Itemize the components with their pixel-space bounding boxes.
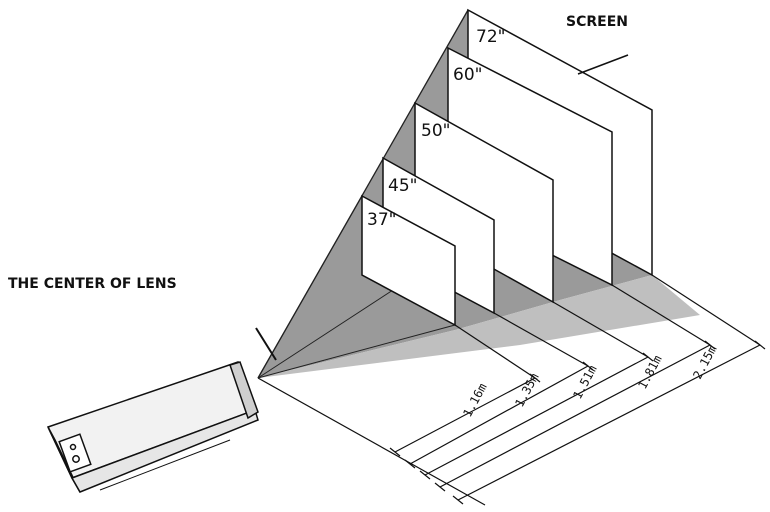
size-label-50: 50" bbox=[421, 121, 450, 141]
screen-leader-line bbox=[577, 54, 629, 75]
distance-label-60: 1.81m bbox=[635, 353, 664, 391]
distance-label-37: 1.16m bbox=[460, 381, 489, 419]
screen-label: SCREEN bbox=[566, 14, 628, 30]
lens-center-label: THE CENTER OF LENS bbox=[8, 276, 177, 292]
projector bbox=[46, 361, 259, 493]
size-label-37: 37" bbox=[367, 210, 396, 230]
size-label-60: 60" bbox=[453, 65, 482, 85]
size-label-72: 72" bbox=[476, 27, 505, 47]
lens-marker-line bbox=[255, 327, 277, 361]
size-label-45: 45" bbox=[388, 176, 417, 196]
distance-lines bbox=[389, 340, 766, 505]
distance-label-50: 1.51m bbox=[570, 363, 599, 401]
distance-label-45: 1.35m bbox=[512, 371, 541, 409]
screen-37: 37" bbox=[361, 194, 456, 327]
distance-label-72: 2.15m bbox=[690, 343, 719, 381]
